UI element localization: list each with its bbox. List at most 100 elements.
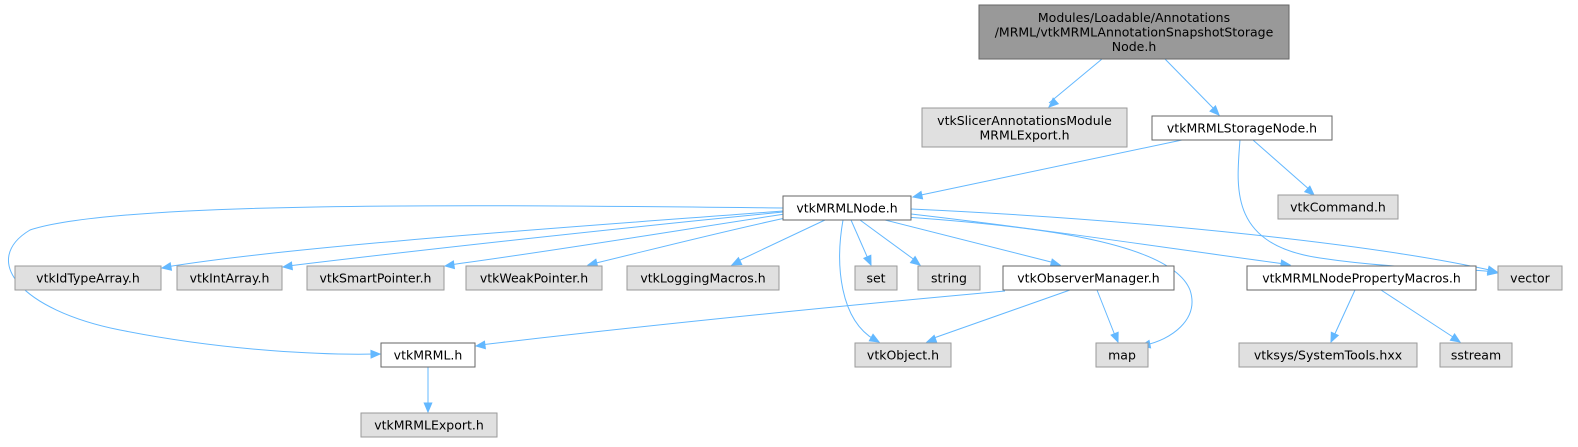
edge-arrowhead [160, 261, 173, 271]
edge-line [1332, 289, 1356, 339]
node-box [1497, 265, 1563, 291]
edge-mrml_node-to-vtk_idtype [160, 210, 784, 271]
edge-storage_node-to-mrml_node [911, 139, 1183, 200]
edge-mrml_node-to-set [850, 219, 872, 267]
node-root[interactable]: Modules/Loadable/Annotations/MRML/vtkMRM… [978, 4, 1290, 60]
edge-line [1048, 58, 1103, 104]
edge-arrowhead [925, 334, 938, 344]
node-label-line: vtkMRMLNodePropertyMacros.h [1262, 271, 1461, 286]
edge-property_macros-to-sstream [1380, 289, 1462, 343]
edge-mrml_node-to-vtk_weakptr [586, 216, 791, 268]
edge-line [884, 219, 1056, 264]
node-box [1002, 265, 1175, 291]
node-label-line: vtkCommand.h [1290, 200, 1386, 215]
edge-line [735, 219, 826, 263]
edge-arrowhead [1303, 185, 1315, 196]
edge-line [930, 289, 1071, 340]
node-label-line: Node.h [1112, 39, 1157, 54]
node-box [1439, 342, 1513, 368]
node-label-line: vtkMRMLNode.h [796, 201, 897, 216]
node-label-line: Modules/Loadable/Annotations [1038, 10, 1230, 25]
edge-vtk_mrml-to-mrml_export [423, 367, 433, 414]
node-label-line: set [866, 271, 885, 286]
edge-mrml_node-to-vtk_logging [730, 219, 826, 266]
node-vtk-command: vtkCommand.h [1277, 194, 1399, 220]
node-box [782, 195, 912, 221]
edge-arrowhead [909, 255, 922, 266]
node-box [1095, 342, 1149, 368]
edge-arrowhead [586, 258, 599, 268]
edge-arrowhead [474, 340, 486, 350]
node-vector: vector [1497, 265, 1563, 291]
node-label-line: map [1108, 348, 1136, 363]
edge-line [1252, 139, 1312, 192]
edge-mrml_node-to-vtk_mrml [8, 205, 784, 359]
node-property-macros[interactable]: vtkMRMLNodePropertyMacros.h [1246, 265, 1477, 291]
nodes-layer: Modules/Loadable/Annotations/MRML/vtkMRM… [14, 4, 1563, 438]
node-box [917, 265, 981, 291]
edge-arrowhead [1048, 97, 1060, 108]
node-box [360, 412, 498, 438]
edge-mrml_node-to-string [859, 219, 922, 266]
node-box [921, 107, 1128, 148]
node-label-line: vtkObserverManager.h [1017, 271, 1159, 286]
node-label-line: vtkMRMLExport.h [374, 418, 484, 433]
node-map: map [1095, 342, 1149, 368]
edges-layer [8, 58, 1499, 414]
edge-storage_node-to-vtk_command [1252, 139, 1315, 196]
node-label-line: vtkIntArray.h [190, 271, 270, 286]
edge-arrowhead [862, 254, 872, 267]
node-box [14, 265, 162, 291]
node-vtk-object: vtkObject.h [854, 342, 952, 368]
node-mrml-node[interactable]: vtkMRMLNode.h [782, 195, 912, 221]
edge-line [920, 139, 1183, 196]
node-vtk-mrml[interactable]: vtkMRML.h [380, 342, 476, 368]
edge-mrml_node-to-vtk_smartptr [443, 213, 786, 270]
node-storage-node[interactable]: vtkMRMLStorageNode.h [1151, 115, 1333, 141]
node-label-line: vtkLoggingMacros.h [640, 271, 765, 286]
edge-line [448, 213, 786, 266]
node-observer-mgr[interactable]: vtkObserverManager.h [1002, 265, 1175, 291]
node-vtk-logging: vtkLoggingMacros.h [626, 265, 780, 291]
node-vtk-idtype: vtkIdTypeArray.h [14, 265, 162, 291]
edge-property_macros-to-systemtools [1330, 289, 1356, 344]
edge-arrowhead [281, 261, 293, 271]
node-box [176, 265, 283, 291]
node-label-line: MRMLExport.h [979, 127, 1069, 142]
edge-arrowhead [1449, 332, 1462, 343]
node-vtk-weakptr: vtkWeakPointer.h [465, 265, 603, 291]
edge-mrml_node-to-vtk_intarray [281, 211, 784, 271]
node-label-line: vtksys/SystemTools.hxx [1254, 348, 1402, 363]
node-box [306, 265, 445, 291]
edge-mrml_node-to-observer_mgr [884, 219, 1062, 268]
node-box [854, 265, 898, 291]
node-label-line: string [931, 271, 967, 286]
edge-arrowhead [911, 190, 924, 200]
node-label-line: vtkMRML.h [394, 348, 463, 363]
edge-line [479, 290, 1006, 346]
edge-line [910, 213, 1286, 265]
edge-mrml_node-to-vector [910, 208, 1499, 275]
edge-arrowhead [1330, 331, 1340, 344]
edge-line [1164, 58, 1217, 112]
node-box [1238, 342, 1418, 368]
edge-line [8, 205, 784, 355]
node-systemtools: vtksys/SystemTools.hxx [1238, 342, 1418, 368]
node-box [1277, 194, 1399, 220]
node-label-line: vtkWeakPointer.h [480, 271, 588, 286]
edge-line [910, 208, 1495, 272]
node-sstream: sstream [1439, 342, 1513, 368]
node-vtk-intarray: vtkIntArray.h [176, 265, 283, 291]
edge-observer_mgr-to-vtk_object [925, 289, 1071, 344]
edge-observer_mgr-to-vtk_mrml [474, 290, 1006, 350]
edge-arrowhead [1110, 331, 1119, 344]
node-box [1151, 115, 1333, 141]
edge-line [1380, 289, 1457, 340]
edge-arrowhead [443, 260, 456, 270]
node-box [626, 265, 780, 291]
node-mrml-export: vtkMRMLExport.h [360, 412, 498, 438]
edge-arrowhead [1486, 265, 1499, 275]
node-label-line: vtkMRMLStorageNode.h [1167, 121, 1317, 136]
